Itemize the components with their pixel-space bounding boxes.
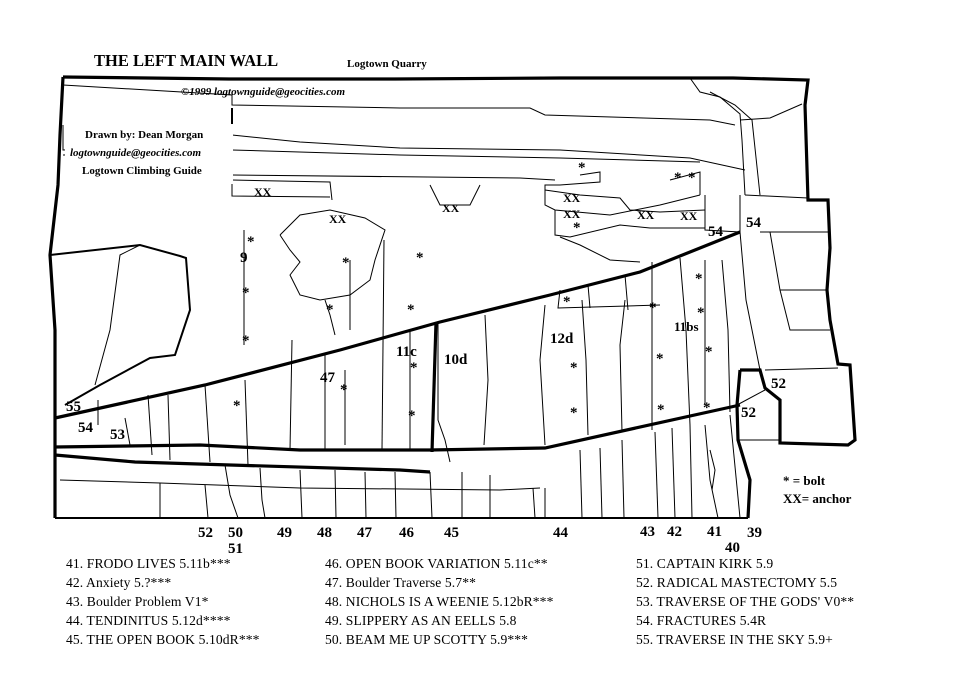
bolt-marker: * xyxy=(688,170,696,186)
anchors: XX XX XX XX XX XX XX xyxy=(254,185,698,226)
route-entry: 49. SLIPPERY AS AN EELLS 5.8 xyxy=(325,613,517,629)
base-number: 52 xyxy=(198,525,213,541)
route-lines xyxy=(97,230,741,519)
route-entry: 52. RADICAL MASTECTOMY 5.5 xyxy=(636,575,838,591)
label-11c: 11c xyxy=(396,344,417,360)
bolt-marker: * xyxy=(674,170,682,186)
base-number: 43 xyxy=(640,524,655,540)
anchor-key: XX= anchor xyxy=(783,491,852,506)
route-entry: 51. CAPTAIN KIRK 5.9 xyxy=(636,556,774,571)
bolt-marker: * xyxy=(326,302,334,318)
anchor-marker: XX xyxy=(680,209,698,223)
base-number: 45 xyxy=(444,525,459,541)
bolt-marker: * xyxy=(410,360,418,376)
bolt-marker: * xyxy=(695,271,703,287)
bolt-marker: * xyxy=(233,398,241,414)
bolt-marker: * xyxy=(578,160,586,176)
base-number: 47 xyxy=(357,525,373,541)
label-54-top: 54 xyxy=(746,215,762,231)
bolt-marker: * xyxy=(570,405,578,421)
base-number: 40 xyxy=(725,540,740,556)
label-9: 9 xyxy=(240,250,248,266)
label-54-mid: 54 xyxy=(708,224,724,240)
wall-title: THE LEFT MAIN WALL xyxy=(94,51,278,70)
bolt-marker: * xyxy=(656,351,664,367)
anchor-marker: XX xyxy=(329,212,347,226)
base-number: 46 xyxy=(399,525,415,541)
copyright-line: ©1999 logtownguide@geocities.com xyxy=(181,86,345,98)
bolts: * * * * * * * * * * * * * * * * * * * * … xyxy=(233,160,713,424)
diagonal-ramp xyxy=(54,230,741,491)
bolt-marker: * xyxy=(340,382,348,398)
anchor-marker: XX xyxy=(563,191,581,205)
base-number: 42 xyxy=(667,524,682,540)
route-entry: 41. FRODO LIVES 5.11b*** xyxy=(66,556,231,571)
map-key: * = bolt XX= anchor xyxy=(783,472,851,508)
boulder-outline xyxy=(279,209,386,336)
bolt-marker: * xyxy=(703,400,711,416)
bolt-key: * = bolt xyxy=(783,473,826,488)
bolt-marker: * xyxy=(242,333,250,349)
drawn-by: Drawn by: Dean Morgan xyxy=(85,129,203,141)
label-10d: 10d xyxy=(444,352,468,368)
base-number: 50 xyxy=(228,525,243,541)
base-number: 39 xyxy=(747,525,762,541)
route-entry: 42. Anxiety 5.?*** xyxy=(66,575,172,591)
wall-route-labels: 9 47 11c 10d 12d 11bs 54 54 54 55 53 52 … xyxy=(66,215,786,443)
label-55: 55 xyxy=(66,399,81,415)
anchor-marker: XX xyxy=(637,208,655,222)
label-54-left: 54 xyxy=(78,420,94,436)
route-list-col3: 51. CAPTAIN KIRK 5.9 52. RADICAL MASTECT… xyxy=(636,554,854,649)
quarry-name: Logtown Quarry xyxy=(347,58,427,70)
route-entry: 43. Boulder Problem V1* xyxy=(66,594,209,610)
bolt-marker: * xyxy=(242,285,250,301)
route-entry: 45. THE OPEN BOOK 5.10dR*** xyxy=(66,632,260,648)
route-entry: 50. BEAM ME UP SCOTTY 5.9*** xyxy=(325,632,529,648)
bolt-marker: * xyxy=(657,402,665,418)
route-entry: 46. OPEN BOOK VARIATION 5.11c** xyxy=(325,556,548,571)
route-entry: 54. FRACTURES 5.4R xyxy=(636,613,767,629)
bolt-marker: * xyxy=(573,220,581,236)
bolt-marker: * xyxy=(416,250,424,266)
credits-email: logtownguide@geocities.com xyxy=(70,147,202,159)
wall-outline xyxy=(48,75,857,519)
base-number: 49 xyxy=(277,525,292,541)
bolt-marker: * xyxy=(247,234,255,250)
base-number: 51 xyxy=(228,541,243,557)
route-entry: 44. TENDINITUS 5.12d**** xyxy=(66,613,231,629)
bolt-marker: * xyxy=(649,300,657,316)
route-entry: 53. TRAVERSE OF THE GODS' V0** xyxy=(636,594,855,610)
bolt-marker: * xyxy=(407,302,415,318)
bolt-marker: * xyxy=(697,305,705,321)
bolt-marker: * xyxy=(563,294,571,310)
label-52-lower: 52 xyxy=(741,405,756,421)
bolt-marker: * xyxy=(342,255,350,271)
base-route-numbers: 52 50 51 49 48 47 46 45 44 43 42 41 40 3… xyxy=(198,524,762,557)
anchor-marker: XX xyxy=(254,185,272,199)
base-number: 44 xyxy=(553,525,569,541)
route-list-col2: 46. OPEN BOOK VARIATION 5.11c** 47. Boul… xyxy=(325,554,553,649)
label-11bs: 11bs xyxy=(674,319,699,334)
base-number: 48 xyxy=(317,525,332,541)
label-52-upper: 52 xyxy=(771,376,786,392)
route-list-col1: 41. FRODO LIVES 5.11b*** 42. Anxiety 5.?… xyxy=(66,554,260,649)
base-number: 41 xyxy=(707,524,722,540)
label-47: 47 xyxy=(320,370,336,386)
bolt-marker: * xyxy=(570,360,578,376)
route-entry: 48. NICHOLS IS A WEENIE 5.12bR*** xyxy=(325,594,554,610)
anchor-marker: XX xyxy=(563,207,581,221)
label-12d: 12d xyxy=(550,331,574,347)
bolt-marker: * xyxy=(408,408,416,424)
anchor-marker: XX xyxy=(442,201,460,215)
bolt-marker: * xyxy=(705,344,713,360)
route-entry: 55. TRAVERSE IN THE SKY 5.9+ xyxy=(636,632,833,648)
credits-block: Drawn by: Dean Morgan logtownguide@geoci… xyxy=(65,124,233,184)
label-53: 53 xyxy=(110,427,125,443)
guide-name: Logtown Climbing Guide xyxy=(82,165,202,177)
route-entry: 47. Boulder Traverse 5.7** xyxy=(325,575,476,591)
